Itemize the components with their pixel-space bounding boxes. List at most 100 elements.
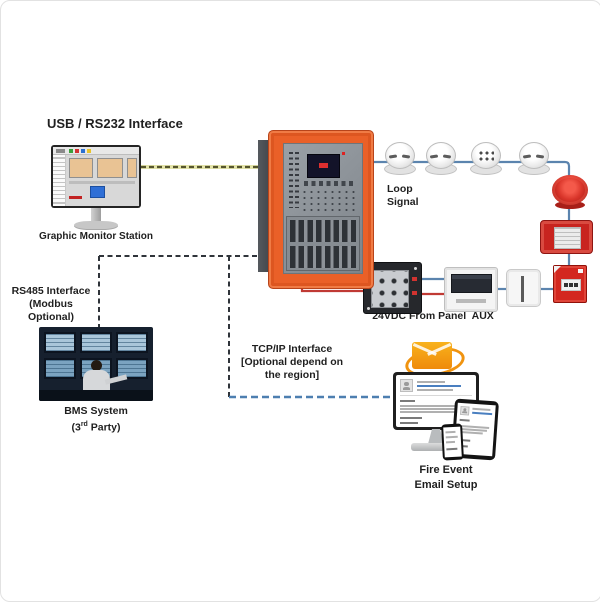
email-body-line — [445, 440, 456, 444]
email-phone-icon — [441, 423, 464, 461]
fire-event-line1: Fire Event — [419, 464, 473, 476]
floor-plan — [66, 155, 139, 206]
tcpip-line3: the region] — [264, 369, 320, 381]
control-desk — [39, 390, 153, 401]
bms-pre: (3 — [71, 421, 81, 434]
loop-signal-label: Loop Signal — [387, 183, 419, 208]
email-body-line — [459, 418, 470, 422]
toolbar-swatch-green — [69, 149, 73, 153]
email-body-line — [400, 411, 458, 413]
layers-sidebar — [53, 155, 66, 206]
plan-alarm-text-red — [69, 196, 82, 199]
bms-screen — [116, 332, 148, 353]
io-module-icon — [363, 262, 422, 314]
panel-lcd-display — [307, 154, 340, 178]
rs485-line2: (Modbus Optional) — [27, 298, 75, 323]
horn-strobe-icon — [540, 220, 593, 254]
bms-post: Party) — [87, 421, 121, 434]
menu-dash — [56, 149, 65, 153]
email-envelope-icon — [412, 342, 452, 369]
call-point-mark — [569, 283, 573, 287]
module-led — [412, 277, 417, 281]
panel-face — [283, 143, 363, 274]
smoke-detector-icon — [384, 142, 416, 175]
operator-head — [91, 360, 102, 371]
usb-rs232-interface-label: USB / RS232 Interface — [47, 116, 183, 131]
bms-screen — [116, 358, 148, 379]
sounder-beacon-icon — [552, 175, 588, 209]
led-indicator-column — [289, 152, 293, 208]
email-header-line — [417, 381, 445, 383]
email-header-line — [472, 407, 491, 412]
rs485-line1: RS485 Interface — [11, 285, 91, 297]
email-body-line — [445, 435, 458, 439]
plan-highlight-blue — [90, 186, 105, 198]
toolbar-swatch-blue — [81, 149, 85, 153]
email-body-line — [400, 408, 464, 410]
email-monitor-stand — [428, 429, 444, 444]
bms-screen — [80, 332, 112, 353]
bms-screen — [44, 358, 76, 379]
monitor-stand-base — [74, 221, 118, 229]
toolbar-swatch-red — [75, 149, 79, 153]
smoke-detector-icon — [425, 142, 457, 175]
divider — [400, 395, 472, 396]
module-slot — [521, 276, 524, 302]
monitor-screen — [53, 147, 139, 206]
rs485-interface-label: RS485 Interface (Modbus Optional) — [5, 285, 97, 324]
email-body-line — [400, 422, 418, 424]
sender-avatar — [400, 379, 413, 392]
plan-room — [69, 158, 93, 178]
tcpip-line1: TCP/IP Interface — [251, 343, 333, 355]
operator-torso — [83, 370, 110, 392]
toolbar-strip — [53, 147, 139, 155]
bms-line2: (3rd Party) — [46, 418, 146, 435]
led-indicator-column — [295, 152, 299, 208]
bms-sup: rd — [80, 421, 88, 428]
smoke-detector-icon — [518, 142, 550, 175]
email-body-line — [400, 417, 422, 419]
tcpip-interface-label: TCP/IP Interface [Optional depend on the… — [236, 343, 348, 382]
graphic-monitor-station-label: Graphic Monitor Station — [39, 231, 153, 242]
email-body-line — [445, 430, 456, 434]
sender-avatar — [459, 405, 470, 416]
panel-led-grid — [301, 189, 357, 213]
call-point-logo — [578, 269, 583, 273]
relay-module-icon — [506, 269, 541, 307]
lcd-alarm-text — [319, 163, 328, 168]
detector-sensor-dots — [478, 150, 494, 162]
email-monitor-base — [411, 443, 461, 451]
email-body-line — [446, 447, 458, 451]
call-point-fold — [554, 266, 561, 273]
panel-button-row — [304, 181, 356, 186]
email-header-line — [417, 389, 453, 391]
zone-switch-row — [290, 220, 356, 242]
graphic-monitor-station — [51, 145, 141, 208]
bms-system-label: BMS System (3rd Party) — [46, 405, 146, 435]
annunciator-label-strip — [456, 299, 486, 303]
fire-event-email-label: Fire Event Email Setup — [396, 463, 496, 493]
call-point-mark — [574, 283, 578, 287]
phone-screen — [443, 426, 462, 458]
horn-grille — [554, 227, 581, 249]
screw — [367, 307, 370, 310]
plan-room — [97, 158, 123, 178]
monitor-stand-neck — [91, 208, 101, 222]
email-link-line — [472, 411, 493, 416]
panel-alarm-led — [342, 152, 345, 155]
manual-call-point-icon — [553, 265, 587, 303]
call-point-mark — [564, 283, 568, 287]
bms-screen — [44, 332, 76, 353]
fire-event-line2: Email Setup — [414, 479, 478, 491]
screw — [414, 267, 417, 270]
panel-zone-switches — [286, 216, 360, 271]
email-body-line — [400, 405, 468, 407]
zone-switch-row — [290, 246, 356, 268]
plan-room — [127, 158, 137, 178]
beacon-dome — [552, 175, 588, 205]
lcd-annunciator-icon — [444, 267, 498, 312]
tcpip-line2: [Optional depend on — [240, 356, 344, 368]
heat-detector-icon — [470, 142, 502, 175]
toolbar-swatch-yellow — [87, 149, 91, 153]
